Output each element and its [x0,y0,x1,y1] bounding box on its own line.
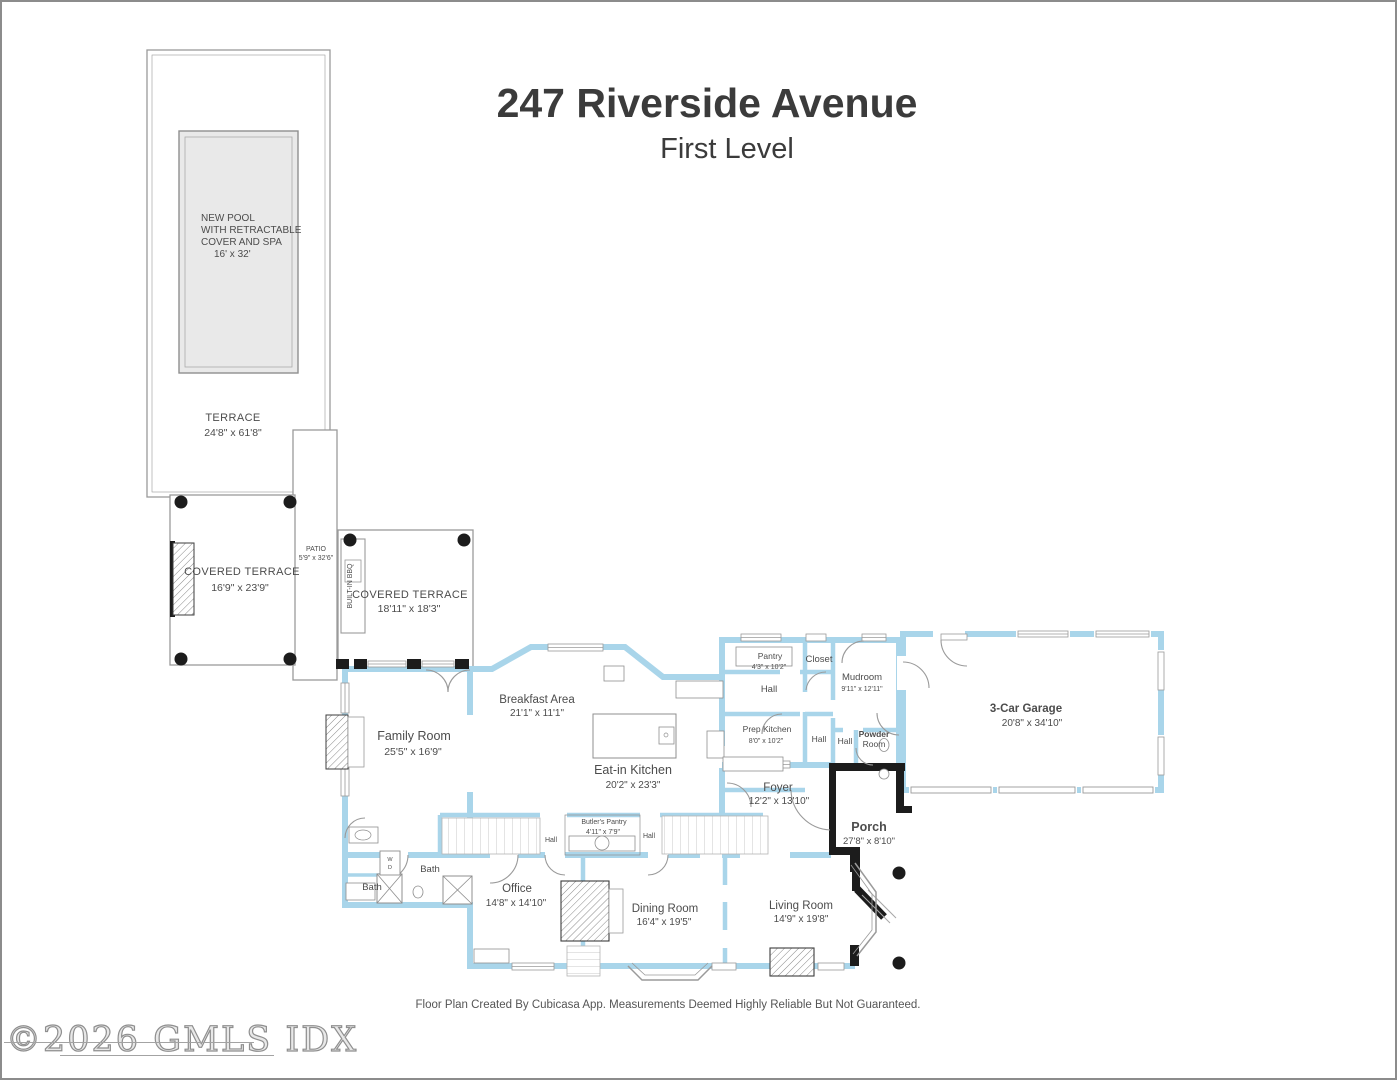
terrace-columns [174,495,471,666]
terrace-outline [146,49,474,681]
page-subtitle: First Level [660,133,794,165]
bbq-label: BUILT-IN BBQ [347,563,354,609]
covered-terrace-right-dims: 18'11" x 18'3" [378,603,441,615]
pantry-label: Pantry [758,651,783,661]
labels: 247 Riverside Avenue First Level NEW POO… [184,80,1063,928]
hall-mid-left-label: Hall [812,734,827,744]
disclaimer-text: Floor Plan Created By Cubicasa App. Meas… [415,999,921,1011]
breakfast-area-dims: 21'1" x 11'1" [510,708,565,719]
family-room-dims: 25'5" x 16'9" [384,746,442,758]
prep-kitchen-label: Prep Kitchen [743,724,792,734]
built-in-bbq-counter [340,538,366,634]
porch-walls [829,763,912,966]
pantry-dims: 4'3" x 10'2" [752,664,787,671]
pool-label-dims: 16' x 32' [214,249,251,260]
covered-terrace-left-dims: 16'9" x 23'9" [211,582,269,594]
pool-label-3: COVER AND SPA [201,237,282,248]
garage-openings [897,628,1167,796]
mudroom-label: Mudroom [842,672,882,683]
terrace-dims: 24'8" x 61'8" [204,427,262,439]
dining-room-label: Dining Room [632,903,698,915]
covered-terrace-right-label: COVERED TERRACE [352,589,468,601]
hall-mid-right-label: Hall [838,736,853,746]
pool-label-2: WITH RETRACTABLE [201,225,302,236]
page-title: 247 Riverside Avenue [497,80,918,126]
powder-room-label-2: Room [863,739,886,749]
foyer-dims: 12'2" x 13'10" [749,796,810,807]
door-arcs [344,640,900,884]
dryer-label: D [388,865,392,871]
window-frame-blocks [336,659,469,669]
powder-room-label-1: Powder [859,729,890,739]
bay-windows [627,862,877,981]
prep-kitchen-dims: 8'0" x 10'2" [749,738,784,745]
butlers-pantry-label: Butler's Pantry [581,819,627,826]
fixtures [345,646,890,964]
closet-label: Closet [806,654,833,665]
breakfast-area-label: Breakfast Area [499,694,575,706]
foyer-label: Foyer [763,782,793,794]
watermark-line [60,1055,274,1056]
dining-room-dims: 16'4" x 19'5" [637,917,692,928]
family-room-label: Family Room [377,729,451,743]
garage-label: 3-Car Garage [990,703,1062,715]
kitchen-dims: 20'2" x 23'3" [606,780,661,791]
watermark-text: ©2026 GMLS IDX [5,1019,359,1060]
terrace-label: TERRACE [205,412,260,424]
office-dims: 14'8" x 14'10" [486,898,547,909]
bath-left-label: Bath [362,882,382,893]
hall-top-label: Hall [761,684,777,695]
washer-label: W [387,857,393,863]
office-label: Office [502,883,532,895]
porch-columns [892,866,906,970]
garage-dims: 20'8" x 34'10" [1002,718,1063,729]
porch-label: Porch [851,820,886,834]
covered-terrace-left-label: COVERED TERRACE [184,566,300,578]
butlers-pantry-dims: 4'11" x 7'9" [586,829,620,836]
pool-label-1: NEW POOL [201,213,255,224]
kitchen-label: Eat-in Kitchen [594,763,672,777]
living-room-label: Living Room [769,900,833,912]
hall-stair-right-label: Hall [643,833,656,840]
patio-dims: 5'9" x 32'6" [299,555,334,562]
stairs [441,815,769,977]
living-room-dims: 14'9" x 19'8" [774,914,829,925]
hall-stair-left-label: Hall [545,837,558,844]
mudroom-dims: 9'11" x 12'11" [841,686,883,693]
pool [178,130,299,374]
terrace-sliders [367,660,455,668]
watermark-line [4,1042,254,1043]
porch-dims: 27'8" x 8'10" [843,836,895,847]
patio-label: PATIO [306,546,327,553]
fireplaces [170,541,815,977]
bath-mid-label: Bath [420,864,440,875]
